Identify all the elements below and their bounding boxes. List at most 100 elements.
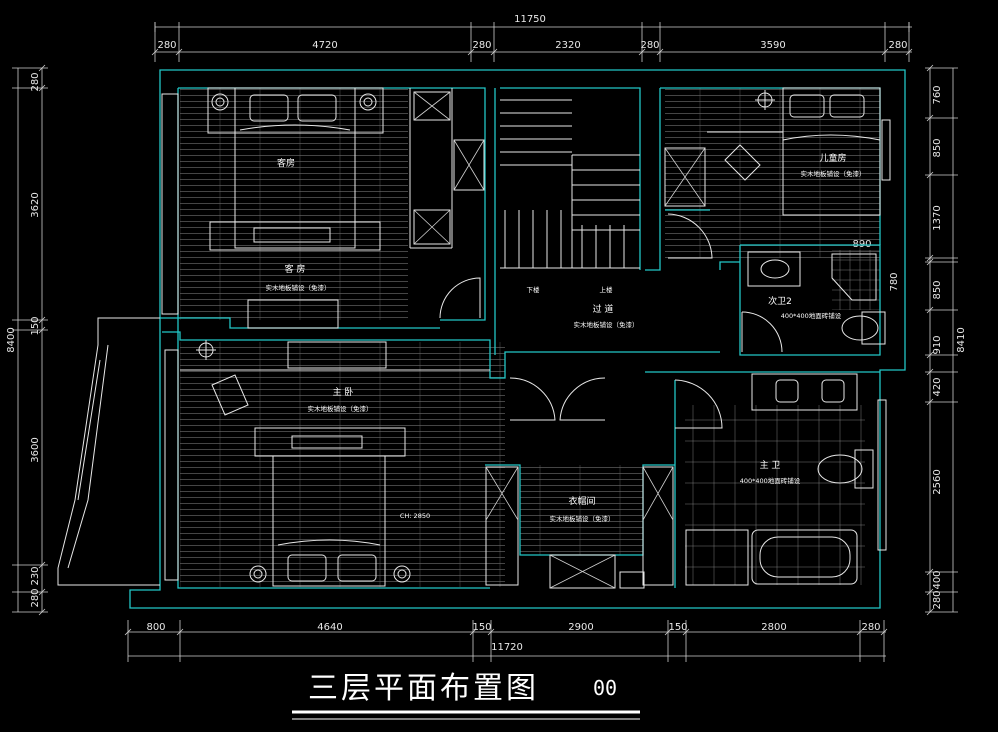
left-dim-2: 3620	[30, 192, 41, 217]
tick-mark	[490, 48, 498, 56]
right-total-dim: 8410	[956, 327, 967, 352]
tick-mark	[38, 326, 46, 334]
drawing-title: 三层平面布置图	[308, 671, 539, 706]
tick-mark	[926, 568, 934, 576]
top-dim-4: 2320	[555, 40, 580, 51]
tick-mark	[926, 351, 934, 359]
bottom-total-dim: 11720	[491, 642, 523, 653]
bottom-dim-1: 800	[146, 622, 165, 633]
corridor-floor-note: 实木地板铺设（免漆）	[574, 320, 639, 329]
tick-mark	[124, 628, 132, 636]
bottom-dim-4: 2900	[568, 622, 593, 633]
tick-mark	[467, 48, 475, 56]
stair-down-label: 下楼	[527, 285, 541, 294]
staircase	[500, 99, 640, 269]
bottom-dim-3: 150	[472, 622, 491, 633]
left-dim-5: 230	[30, 566, 41, 585]
tick-mark	[664, 628, 672, 636]
balcony	[57, 317, 160, 586]
corridor-label: 过 道	[593, 303, 614, 315]
tick-mark	[856, 628, 864, 636]
left-dim-6: 280	[30, 588, 41, 607]
right-dim-1: 760	[932, 85, 943, 104]
right-dim-5: 780	[889, 272, 900, 291]
tick-mark	[926, 258, 934, 266]
tick-mark	[38, 608, 46, 616]
tick-mark	[38, 588, 46, 596]
top-dim-3: 280	[472, 40, 491, 51]
sec-bath-floor-note: 400*400地面砖铺设	[781, 311, 842, 320]
master-bath-fixtures	[685, 373, 887, 586]
tick-mark	[151, 48, 159, 56]
right-dim-3: 1370	[932, 205, 943, 230]
tick-mark	[38, 84, 46, 92]
left-dim-3: 150	[30, 316, 41, 335]
kids-room-furniture	[664, 87, 891, 259]
top-dim-2: 4720	[312, 40, 337, 51]
tick-mark	[469, 628, 477, 636]
tick-mark	[656, 48, 664, 56]
left-total-dim: 8400	[6, 327, 17, 352]
master-bath-floor-note: 400*400地面砖铺设	[740, 476, 801, 485]
top-dim-7: 280	[888, 40, 907, 51]
tick-mark	[880, 628, 888, 636]
tick-mark	[881, 48, 889, 56]
tick-mark	[926, 114, 934, 122]
tick-mark	[905, 48, 913, 56]
tick-mark	[926, 398, 934, 406]
right-dim-9: 2560	[932, 469, 943, 494]
tick-mark	[926, 588, 934, 596]
master-floor-note: 实木地板铺设（免漆）	[308, 404, 373, 413]
tick-mark	[926, 608, 934, 616]
ceiling-height-note: CH: 2850	[400, 512, 430, 520]
bottom-dim-6: 2800	[761, 622, 786, 633]
top-dim-1: 280	[157, 40, 176, 51]
left-dim-4: 3600	[30, 437, 41, 462]
top-dim-6: 3590	[760, 40, 785, 51]
tick-mark	[176, 628, 184, 636]
tick-mark	[926, 254, 934, 262]
stair-up-label: 上楼	[600, 285, 614, 294]
right-dim-2: 850	[932, 138, 943, 157]
top-dim-5: 280	[640, 40, 659, 51]
tick-mark	[926, 171, 934, 179]
tick-mark	[175, 48, 183, 56]
right-dim-7: 910	[932, 335, 943, 354]
right-dim-11: 280	[932, 590, 943, 609]
master-bath-label: 主 卫	[760, 459, 781, 471]
guest-room-furniture	[161, 87, 485, 329]
secondary-bath-fixtures	[741, 251, 886, 353]
drawing-scale: 00	[593, 676, 617, 700]
tick-mark	[926, 368, 934, 376]
floor-finishes	[180, 88, 880, 587]
tick-mark	[926, 64, 934, 72]
sec-bath-label: 次卫2	[768, 295, 792, 307]
master-bed-label: 主 卧	[333, 386, 354, 398]
left-dim-1: 280	[30, 72, 41, 91]
right-dim-8: 420	[932, 377, 943, 396]
closet-fixtures	[485, 466, 674, 589]
guest-bed-label: 客房	[277, 157, 295, 169]
master-bedroom-furniture	[164, 340, 723, 587]
tick-mark	[638, 48, 646, 56]
top-total-dim: 11750	[514, 14, 546, 25]
closet-floor-note: 实木地板铺设（免漆）	[550, 514, 615, 523]
tick-mark	[926, 306, 934, 314]
tick-mark	[38, 64, 46, 72]
bottom-dim-2: 4640	[317, 622, 342, 633]
guest-floor-note: 实木地板铺设（免漆）	[266, 283, 331, 292]
kids-floor-note: 实木地板铺设（免漆）	[801, 169, 866, 178]
tick-mark	[38, 561, 46, 569]
guest-room-label: 客 房	[285, 263, 306, 275]
dimension-lines	[12, 22, 958, 662]
right-dim-6: 850	[932, 280, 943, 299]
tick-mark	[682, 628, 690, 636]
tick-mark	[487, 628, 495, 636]
bottom-dim-7: 280	[861, 622, 880, 633]
tick-mark	[38, 316, 46, 324]
right-dim-10: 400	[932, 570, 943, 589]
kids-room-label: 儿童房	[819, 152, 846, 164]
closet-label: 衣帽间	[568, 495, 595, 507]
bottom-dim-5: 150	[668, 622, 687, 633]
